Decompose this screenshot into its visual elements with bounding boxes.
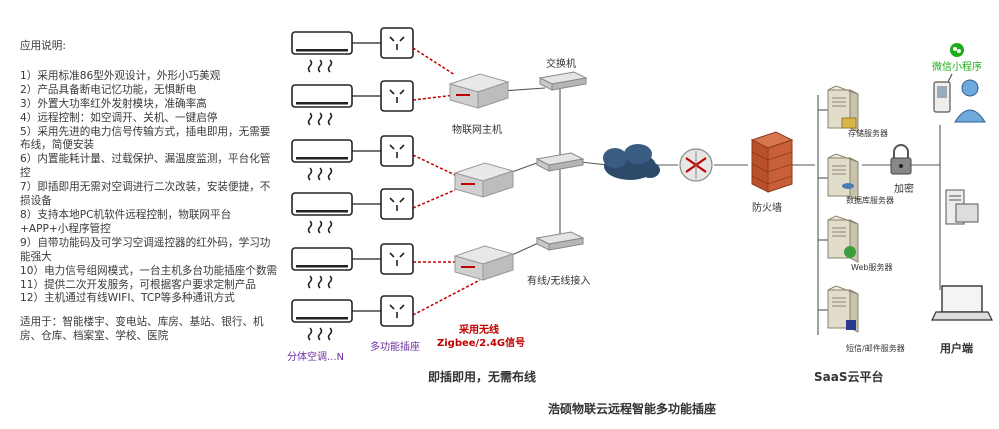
socket-icon	[380, 295, 414, 327]
iot-host-label: 物联网主机	[452, 123, 502, 136]
socket-icon	[380, 188, 414, 220]
notes-usage: 适用于：智能楼宇、变电站、库房、基站、银行、机房、仓库、档案室、学校、医院	[20, 316, 264, 343]
laptop-icon	[931, 285, 993, 321]
database-icon	[842, 183, 854, 189]
ac-unit-icon	[291, 84, 353, 126]
firewall-icon	[750, 131, 794, 193]
notes-item: 5）采用先进的电力信号传输方式，插电即用，无需要布线，简便安装	[20, 125, 271, 152]
router-icon	[679, 148, 713, 182]
ac-unit-icon	[291, 192, 353, 234]
ac-unit-icon	[291, 247, 353, 289]
notes-item: 1）采用标准86型外观设计，外形小巧美观	[20, 69, 221, 82]
ac-unit-icon	[291, 299, 353, 341]
ac-unit-icon	[291, 31, 353, 73]
notes-item: 4）远程控制：如空调开、关机、一键启停	[20, 111, 218, 124]
socket-icon	[380, 80, 414, 112]
iot-host-icon	[454, 162, 514, 198]
ac-label: 分体空调...N	[287, 350, 344, 363]
lock-icon	[890, 144, 912, 175]
iot-host-icon	[454, 245, 514, 281]
notes-item: 12）主机通过有线WIFI、TCP等多种通讯方式	[20, 292, 235, 305]
socket-icon	[380, 243, 414, 275]
notes-item: 10）电力信号组网模式，一台主机多台功能插座个数需	[20, 264, 278, 277]
user-icon	[954, 79, 986, 123]
notes-item: 8）支持本地PC机软件远程控制，物联网平台+APP+小程序管控	[20, 208, 232, 235]
wechat-icon	[950, 43, 964, 57]
switch-icon	[539, 71, 587, 91]
wireless-note-line2: Zigbee/2.4G信号	[437, 336, 525, 349]
encrypt-label: 加密	[894, 182, 914, 195]
saas-label: SaaS云平台	[814, 369, 883, 384]
iot-host-icon	[449, 73, 509, 109]
notes-item: 2）产品具备断电记忆功能，无惧断电	[20, 83, 197, 96]
socket-icon	[380, 135, 414, 167]
globe-icon	[844, 246, 856, 258]
folder-icon	[841, 117, 857, 129]
footer-title: 浩硕物联云远程智能多功能插座	[548, 401, 716, 416]
envelope-icon	[846, 320, 856, 330]
db-server-label: 数据库服务器	[846, 195, 894, 205]
wechat-label: 微信小程序	[932, 60, 982, 73]
notes-item: 11）提供二次开发服务，可根据客户要求定制产品	[20, 278, 256, 291]
notes-item: 3）外置大功率红外发射模块，准确率高	[20, 97, 207, 110]
socket-label: 多功能插座	[370, 340, 420, 353]
phone-icon	[933, 73, 953, 113]
notes-item: 7）即插即用无需对空调进行二次改装，安装便捷，不损设备	[20, 181, 271, 208]
web-server-label: Web服务器	[851, 262, 892, 272]
gray-links	[486, 80, 941, 335]
plug-and-play-label: 即插即用，无需布线	[428, 369, 536, 384]
switch-icon	[536, 152, 584, 172]
desktop-icon	[945, 189, 979, 225]
application-notes: 应用说明: 1）采用标准86型外观设计，外形小巧美观 2）产品具备断电记忆功能，…	[20, 40, 278, 344]
switch-icon	[536, 231, 584, 251]
notes-item: 9）自带功能码及可学习空调遥控器的红外码，学习功能强大	[20, 236, 271, 263]
storage-server-label: 存储服务器	[848, 128, 888, 138]
db-server-icon	[827, 153, 859, 201]
notes-title: 应用说明:	[20, 40, 66, 52]
user-end-label: 用户端	[940, 341, 973, 355]
wireless-note-line1: 采用无线	[458, 323, 499, 336]
msg-server-label: 短信/邮件服务器	[846, 343, 905, 353]
ac-unit-icon	[291, 139, 353, 181]
firewall-label: 防火墙	[752, 201, 782, 214]
cloud-icon	[603, 144, 660, 180]
notes-item: 6）内置能耗计量、过载保护、漏温度监测，平台化管控	[20, 153, 271, 180]
red-dashed-links	[412, 47, 481, 316]
socket-icon	[380, 27, 414, 59]
switch-label: 交换机	[546, 57, 576, 70]
wireless-ap-label: 有线/无线接入	[527, 274, 590, 287]
